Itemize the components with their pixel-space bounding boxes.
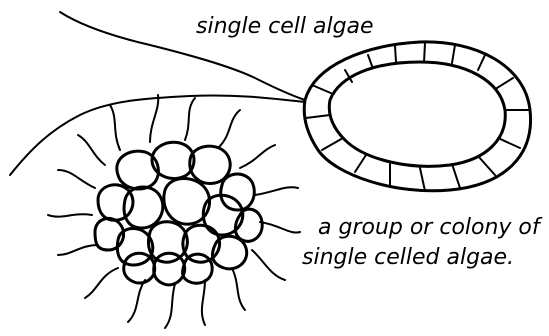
algae-colony xyxy=(48,95,300,328)
label-colony-line-1: a group or colony of xyxy=(318,215,540,240)
colony-cells xyxy=(95,142,262,285)
label-single-cell-algae: single cell algae xyxy=(196,14,374,39)
cell-outer-wall xyxy=(304,42,530,191)
label-colony-line-2: single celled algae. xyxy=(302,245,514,270)
colony-flagella xyxy=(48,95,300,328)
cell-inner-wall xyxy=(329,62,505,166)
